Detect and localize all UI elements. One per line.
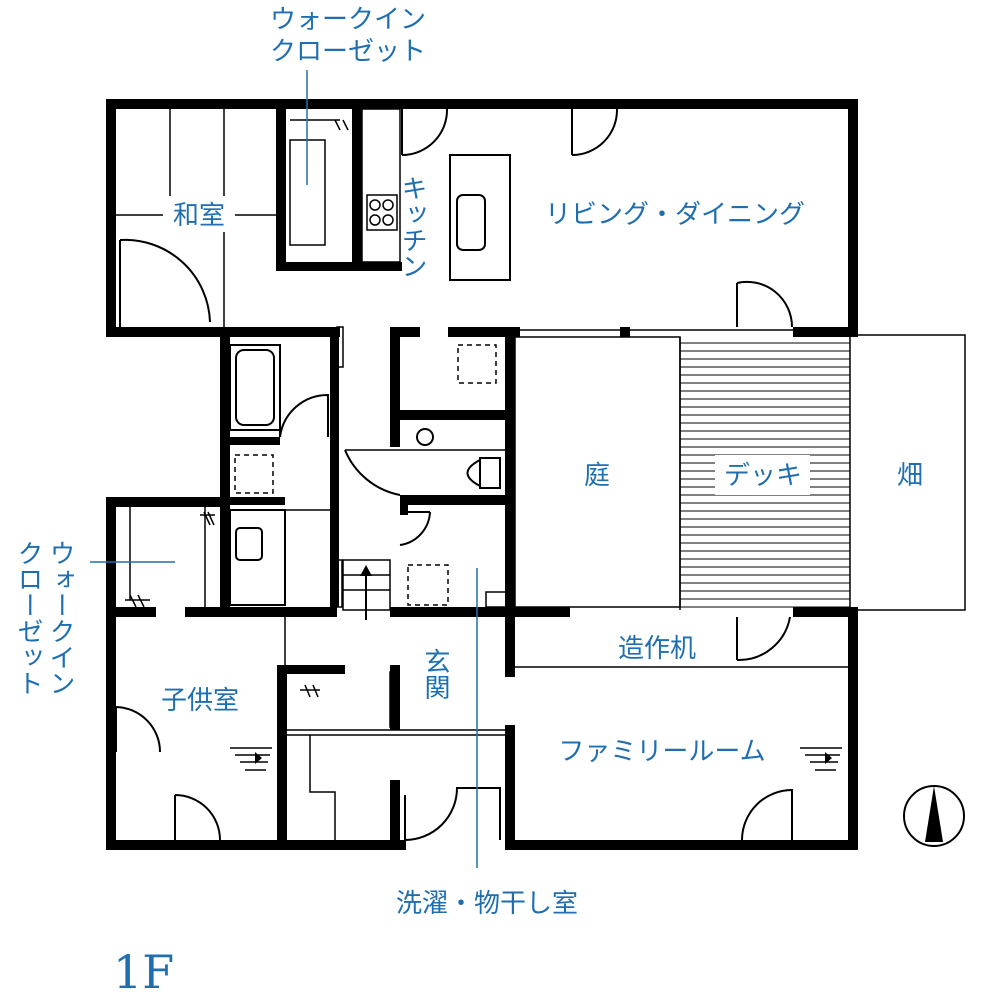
label-washitsu: 和室 xyxy=(173,201,225,231)
stove-icon xyxy=(369,199,394,226)
stairs-icon xyxy=(800,747,842,771)
label-zousaku: 造作机 xyxy=(618,634,696,664)
label-family-room: ファミリールーム xyxy=(558,737,765,767)
label-genkan: 玄関 xyxy=(420,648,450,700)
label-walk-in-closet-top-line2: クローゼット xyxy=(270,37,426,67)
label-niwa: 庭 xyxy=(584,461,610,491)
stairs-icon xyxy=(230,747,272,771)
label-walk-in-closet-top-line1: ウォークイン xyxy=(270,5,426,35)
label-kodomo: 子供室 xyxy=(161,686,239,716)
toilet-icon xyxy=(466,457,501,489)
label-kitchen: キッチン xyxy=(397,175,427,279)
walls xyxy=(106,99,858,850)
floor-label: 1F xyxy=(113,945,174,999)
stairs-icon xyxy=(360,565,372,620)
label-hatake: 畑 xyxy=(897,461,923,491)
compass-north-icon xyxy=(903,785,965,847)
label-walk-in-closet-left-line1: ウォークイン xyxy=(45,540,75,696)
label-walk-in-closet-left-line2: クローゼット xyxy=(13,540,43,696)
leader-lines xyxy=(90,70,478,868)
label-deck: デッキ xyxy=(724,461,802,491)
fixtures xyxy=(115,108,966,841)
label-living-dining: リビング・ダイニング xyxy=(545,200,805,230)
label-laundry: 洗濯・物干し室 xyxy=(396,889,578,919)
